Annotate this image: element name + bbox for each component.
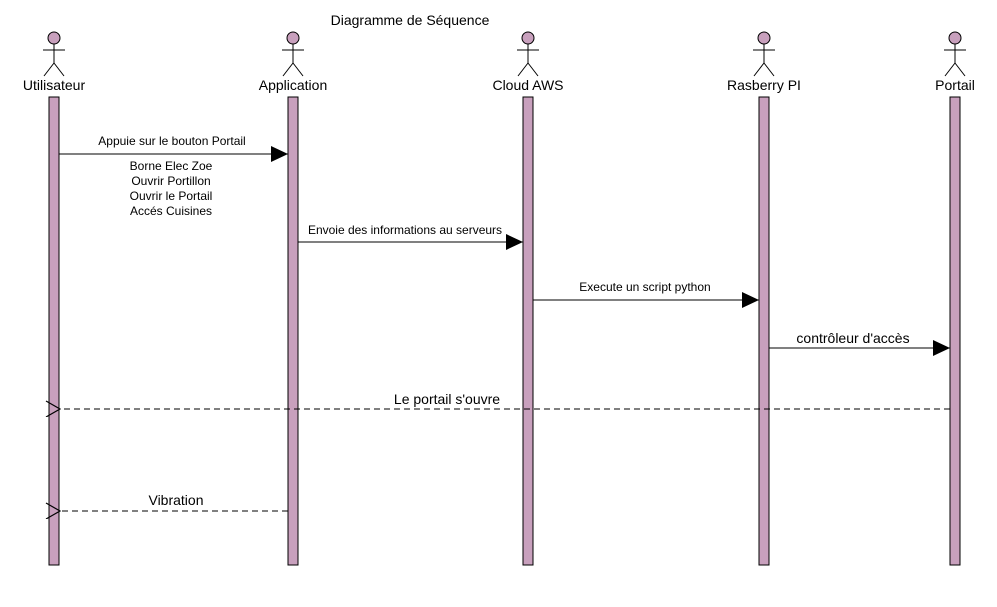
message-label: contrôleur d'accès xyxy=(796,330,909,346)
participant-label: Portail xyxy=(935,77,975,93)
option-item: Ouvrir Portillon xyxy=(131,174,210,188)
message-press-button: Appuie sur le bouton Portail xyxy=(59,134,288,162)
participant-user: Utilisateur xyxy=(23,31,86,566)
participant-rpi: Rasberry PI xyxy=(727,31,801,566)
message-access-controller: contrôleur d'accès xyxy=(769,330,950,356)
lifeline-rpi xyxy=(758,96,770,566)
message-gate-opens: Le portail s'ouvre xyxy=(60,391,950,409)
participant-gate: Portail xyxy=(935,31,975,566)
option-item: Borne Elec Zoe xyxy=(130,159,213,173)
option-list: Borne Elec Zoe Ouvrir Portillon Ouvrir l… xyxy=(130,159,213,218)
lifeline-user xyxy=(48,96,60,566)
participant-cloud: Cloud AWS xyxy=(492,31,564,566)
actor-icon xyxy=(282,31,304,77)
lifeline-cloud xyxy=(522,96,534,566)
actor-icon xyxy=(944,31,966,77)
participant-label: Cloud AWS xyxy=(492,77,563,93)
message-vibration: Vibration xyxy=(60,492,288,511)
diagram-title: Diagramme de Séquence xyxy=(331,12,490,28)
actor-icon xyxy=(43,31,65,77)
lifeline-app xyxy=(287,96,299,566)
message-label: Envoie des informations au serveurs xyxy=(308,223,502,237)
message-run-script: Execute un script python xyxy=(533,280,759,308)
message-label: Vibration xyxy=(148,492,203,508)
message-label: Appuie sur le bouton Portail xyxy=(98,134,245,148)
participant-label: Rasberry PI xyxy=(727,77,801,93)
lifeline-gate xyxy=(949,96,961,566)
message-send-info: Envoie des informations au serveurs xyxy=(298,223,523,250)
actor-icon xyxy=(753,31,775,77)
participant-label: Utilisateur xyxy=(23,77,86,93)
message-label: Le portail s'ouvre xyxy=(394,391,500,407)
participant-app: Application xyxy=(259,31,328,566)
option-item: Ouvrir le Portail xyxy=(130,189,213,203)
participant-label: Application xyxy=(259,77,328,93)
message-label: Execute un script python xyxy=(579,280,710,294)
actor-icon xyxy=(517,31,539,77)
option-item: Accés Cuisines xyxy=(130,204,212,218)
